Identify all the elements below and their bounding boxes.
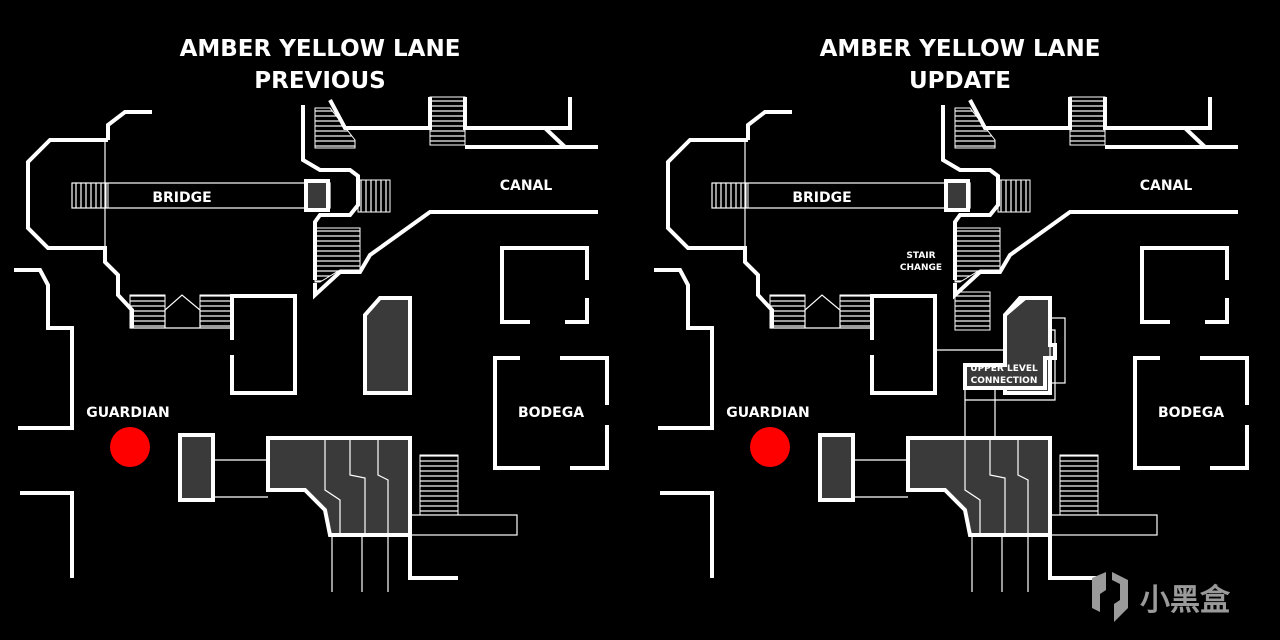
map-layout-update — [652, 95, 1249, 594]
guardian-marker — [110, 427, 150, 467]
label-bridge: BRIDGE — [152, 190, 211, 206]
label-upper-level-1: UPPER LEVEL — [970, 364, 1038, 374]
map-title-line1: AMBER YELLOW LANE — [180, 36, 461, 62]
watermark: 小黑盒 — [1092, 572, 1231, 622]
map-previous: AMBER YELLOW LANE PREVIOUS BRIDGE CANAL … — [12, 36, 609, 594]
label-guardian: GUARDIAN — [726, 405, 809, 421]
label-guardian: GUARDIAN — [86, 405, 169, 421]
label-canal: CANAL — [1140, 178, 1193, 194]
label-upper-level-2: CONNECTION — [971, 376, 1038, 386]
label-bodega: BODEGA — [1158, 405, 1224, 421]
map-title-line1: AMBER YELLOW LANE — [820, 36, 1101, 62]
label-stair-change-2: CHANGE — [900, 263, 942, 273]
label-stair-change-1: STAIR — [906, 251, 935, 261]
label-bodega: BODEGA — [518, 405, 584, 421]
watermark-text: 小黑盒 — [1140, 583, 1231, 618]
watermark-logo-icon — [1092, 572, 1128, 622]
guardian-marker — [750, 427, 790, 467]
map-title-line2: UPDATE — [909, 68, 1011, 94]
map-update: STAIR CHANGE UPPER LEVEL CONNECTION AMBE… — [652, 36, 1249, 594]
map-layout-previous — [12, 95, 609, 594]
changed-stairs — [954, 291, 991, 331]
label-bridge: BRIDGE — [792, 190, 851, 206]
label-canal: CANAL — [500, 178, 553, 194]
map-title-line2: PREVIOUS — [254, 68, 385, 94]
